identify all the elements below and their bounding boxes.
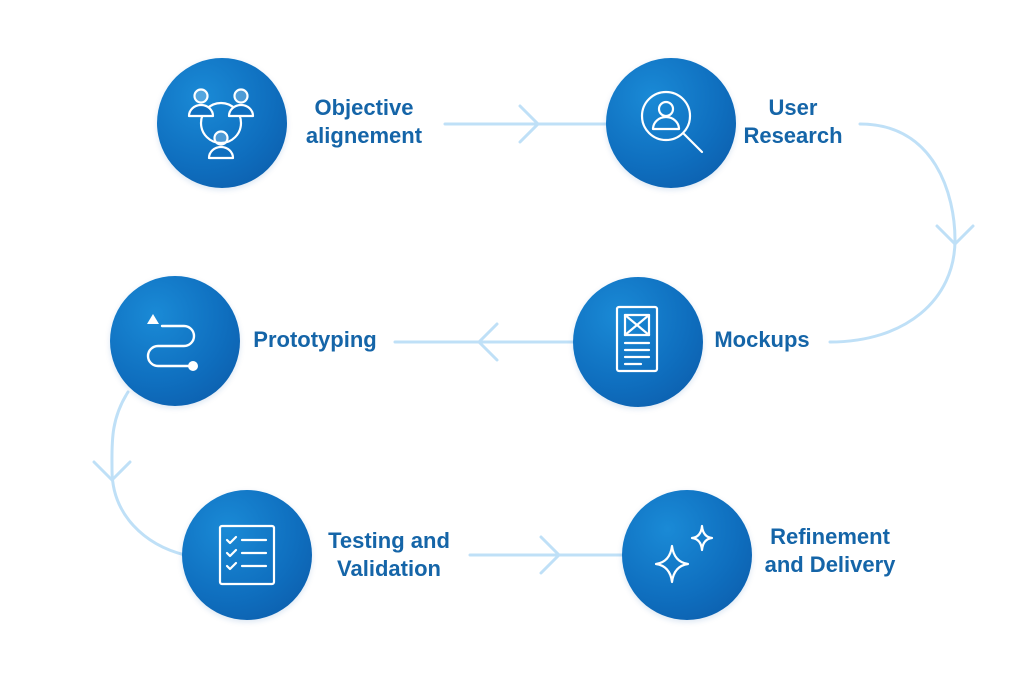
arrowhead-4-to-5 (92, 460, 132, 482)
arrowhead-2-to-3 (935, 224, 975, 246)
step-label-prototyping: Prototyping (244, 326, 386, 354)
step-label-line: Prototyping (253, 327, 377, 352)
step-label-line: Research (743, 123, 843, 148)
step-label-line: Validation (337, 556, 441, 581)
step-label-testing-validation: Testing and Validation (318, 527, 460, 583)
step-label-objective-alignment: Objective alignement (300, 94, 428, 150)
step-node-refinement-delivery (622, 490, 752, 620)
arrowhead-1-to-2 (518, 104, 540, 144)
step-label-line: Testing and (328, 528, 450, 553)
people-group-icon (187, 88, 255, 160)
step-label-line: User (768, 95, 818, 120)
step-node-prototyping (110, 276, 240, 406)
sparkles-icon (654, 524, 714, 584)
step-label-line: Mockups (714, 327, 810, 352)
step-node-testing-validation (182, 490, 312, 620)
step-label-line: and Delivery (764, 552, 896, 577)
step-node-objective-alignment (157, 58, 287, 188)
step-label-line: Refinement (770, 524, 890, 549)
step-node-user-research (606, 58, 736, 188)
step-label-line: alignement (305, 123, 423, 148)
step-label-line: Objective (314, 95, 414, 120)
wireframe-document-icon (615, 305, 659, 373)
connector-2-to-3 (828, 122, 957, 344)
connector-4-to-5 (110, 390, 187, 557)
user-search-icon (640, 90, 704, 154)
arrowhead-3-to-4 (477, 322, 499, 362)
checklist-icon (218, 524, 276, 586)
arrowhead-5-to-6 (539, 535, 561, 575)
step-node-mockups (573, 277, 703, 407)
step-label-user-research: User Research (738, 94, 848, 150)
step-label-mockups: Mockups (706, 326, 818, 354)
path-route-icon (146, 314, 198, 371)
step-label-refinement-delivery: Refinement and Delivery (752, 523, 908, 579)
